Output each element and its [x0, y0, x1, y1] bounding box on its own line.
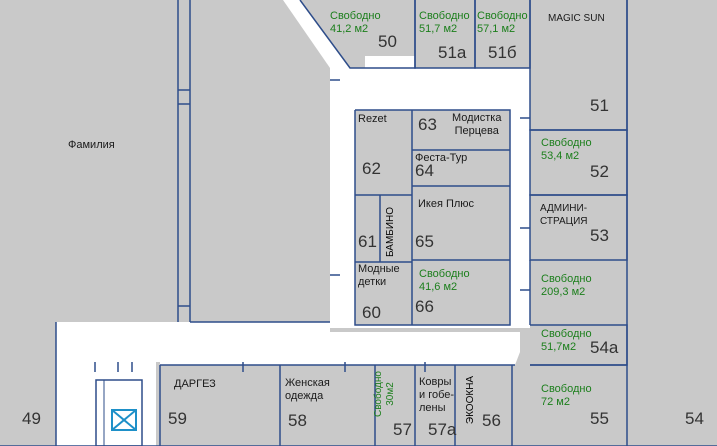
store-55-number: 55	[590, 409, 609, 428]
store-56-number: 56	[482, 411, 501, 430]
store-57a-label: Ковры и гобе- лены	[419, 376, 455, 414]
store-52-number: 52	[590, 162, 609, 181]
store-50-number: 50	[378, 32, 397, 51]
store-54-number: 54	[685, 409, 704, 428]
store-61-number: 61	[358, 232, 377, 251]
store-51-number: 51	[590, 96, 609, 115]
store-61-label: БАМБИНО	[385, 206, 396, 258]
store-51b-label: Свободно 57,1 м2	[477, 10, 528, 35]
store-65-label: Икея Плюс	[418, 198, 475, 210]
store-58-label: Женская одежда	[285, 377, 330, 402]
corridor-diagonal	[283, 0, 350, 68]
store-54a-label: Свободно 51,7м2	[541, 328, 592, 353]
door-marks	[94, 79, 530, 372]
store-64-label: Феста-Тур	[415, 152, 468, 164]
store-49-number: 49	[22, 409, 41, 428]
store-59-number: 59	[168, 409, 187, 428]
store-50-label: Свободно 41,2 м2	[330, 10, 381, 35]
store-65-number: 65	[415, 232, 434, 251]
store-54a-number: 54а	[590, 338, 619, 357]
store-62-number: 62	[362, 159, 381, 178]
store-53-label: АДМИНИ- СТРАЦИЯ	[540, 203, 588, 227]
store-53-free-label: Свободно 209,3 м2	[541, 273, 592, 298]
store-51a-number: 51а	[438, 43, 467, 62]
store-64-number: 64	[415, 161, 434, 180]
escalator-icon	[95, 379, 143, 446]
store-51-label: MAGIC SUN	[548, 13, 605, 24]
store-familiya-label: Фамилия	[68, 139, 115, 151]
store-57a-number: 57а	[428, 420, 457, 439]
corridor-lower-left	[56, 330, 156, 446]
corridor-lower	[56, 322, 520, 365]
store-53-number: 53	[590, 226, 609, 245]
store-55-label: Свободно 72 м2	[541, 383, 592, 408]
store-60-label: Модные детки	[358, 263, 400, 288]
corridor-top	[330, 70, 530, 110]
store-62-label: Rezet	[358, 113, 387, 125]
corridor-top-mid	[365, 56, 415, 70]
store-58-number: 58	[288, 411, 307, 430]
store-56-label: ЭКООКНА	[465, 375, 476, 425]
store-57-number: 57	[393, 420, 412, 439]
store-59-label: ДАРГЕЗ	[174, 378, 216, 390]
store-66-number: 66	[415, 297, 434, 316]
store-63-number: 63	[418, 115, 437, 134]
store-51a-label: Свободно 51,7 м2	[419, 10, 470, 35]
store-57-label: Свободно 30м2	[373, 371, 396, 417]
inner-block	[355, 110, 510, 325]
store-51b-number: 51б	[488, 43, 517, 62]
store-63-label: Модистка Перцева	[452, 112, 502, 137]
store-66-label: Свободно 41,6 м2	[419, 268, 470, 293]
store-52-label: Свободно 53,4 м2	[541, 137, 592, 162]
store-60-number: 60	[362, 303, 381, 322]
